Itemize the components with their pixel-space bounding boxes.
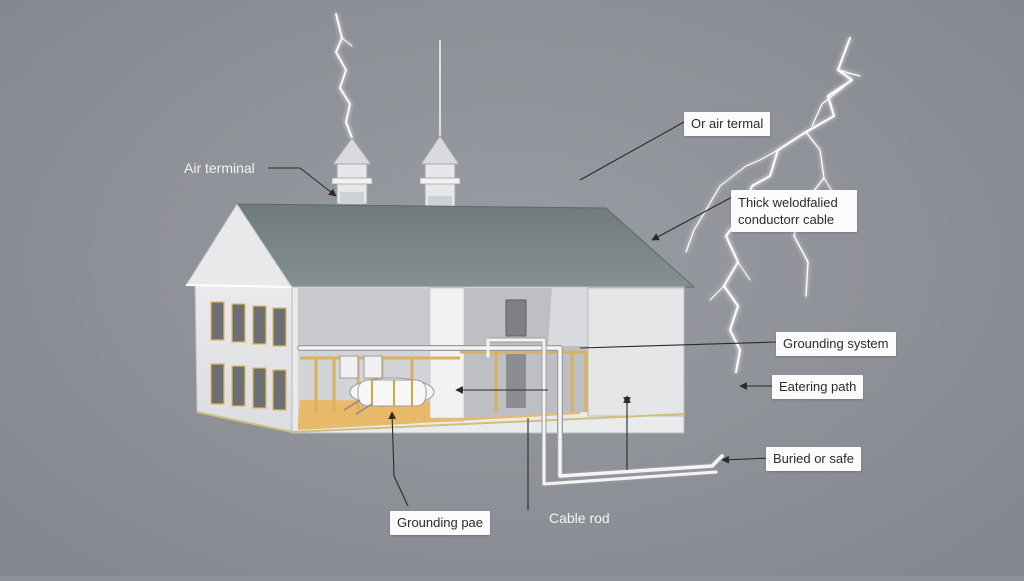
label-grounding-pae: Grounding pae bbox=[390, 511, 491, 535]
label-or-air-termal: Or air termal bbox=[684, 112, 771, 136]
grounding-equipment bbox=[339, 355, 435, 415]
label-conductor-cable: Thick welodfalied conductorr cable bbox=[731, 190, 857, 232]
label-buried-or-safe: Buried or safe bbox=[766, 447, 861, 471]
leader-lines bbox=[268, 121, 777, 510]
label-cable-rod: Cable rod bbox=[549, 510, 610, 526]
label-grounding-system: Grounding system bbox=[776, 332, 896, 356]
air-terminal-right bbox=[419, 40, 461, 213]
conductor-cable bbox=[297, 337, 725, 487]
label-eatering-path: Eatering path bbox=[772, 375, 864, 399]
air-terminal-left bbox=[331, 137, 373, 205]
label-air-terminal: Air terminal bbox=[184, 160, 255, 176]
house bbox=[185, 203, 696, 434]
lightning-bolt-icon-right bbox=[685, 37, 861, 373]
lightning-bolt-icon-left bbox=[335, 13, 353, 139]
